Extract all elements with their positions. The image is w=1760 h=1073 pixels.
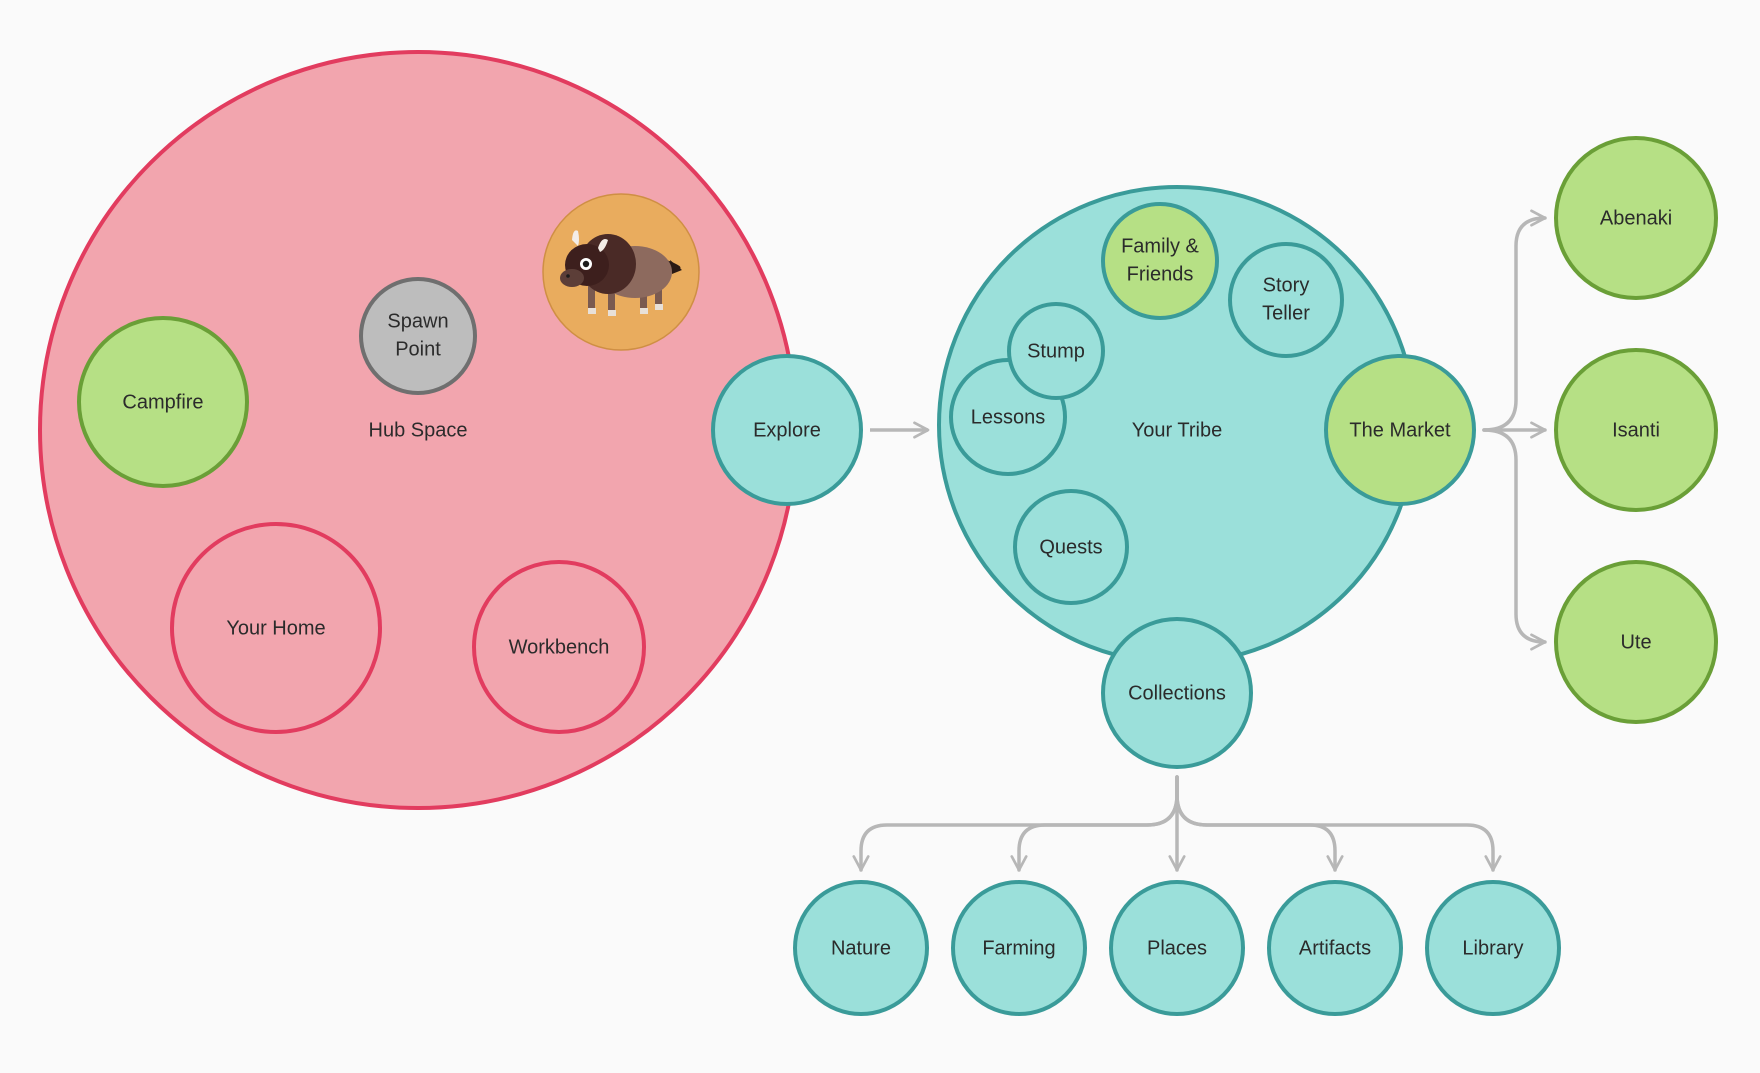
collections-to-farming-arrow <box>1010 775 1179 872</box>
workbench-node[interactable]: Workbench <box>472 560 646 734</box>
library-node[interactable]: Library <box>1425 880 1561 1016</box>
abenaki-label: Abenaki <box>1600 207 1672 229</box>
isanti-label: Isanti <box>1612 419 1660 441</box>
workbench-label: Workbench <box>509 636 610 658</box>
collections-to-library-arrow <box>1175 775 1502 872</box>
story-teller-label-line1: Story <box>1263 274 1310 296</box>
stump-node[interactable]: Stump <box>1007 302 1105 400</box>
ute-label: Ute <box>1620 631 1651 653</box>
explore-node[interactable]: Explore <box>711 354 863 506</box>
bison-icon <box>560 230 682 316</box>
hub-space-group: Hub Space Spawn Point <box>38 50 798 810</box>
your-home-label: Your Home <box>226 617 325 639</box>
places-label: Places <box>1147 937 1207 959</box>
market-arrows <box>1482 209 1547 651</box>
story-teller-node[interactable]: Story Teller <box>1228 242 1344 358</box>
stump-label: Stump <box>1027 340 1085 362</box>
collections-node[interactable]: Collections <box>1101 617 1253 769</box>
artifacts-label: Artifacts <box>1299 937 1371 959</box>
hub-space-label: Hub Space <box>369 419 468 441</box>
collections-label: Collections <box>1128 682 1226 704</box>
your-tribe-label: Your Tribe <box>1132 419 1222 441</box>
story-teller-label-line2: Teller <box>1262 302 1310 324</box>
avatar-node[interactable] <box>542 193 700 351</box>
spawn-point-label-line2: Point <box>395 338 441 360</box>
farming-node[interactable]: Farming <box>951 880 1087 1016</box>
family-friends-label-line2: Friends <box>1127 263 1194 285</box>
collections-arrows <box>852 775 1502 872</box>
abenaki-node[interactable]: Abenaki <box>1554 136 1718 300</box>
farming-label: Farming <box>982 937 1055 959</box>
library-label: Library <box>1462 937 1523 959</box>
places-node[interactable]: Places <box>1109 880 1245 1016</box>
spawn-point-label-line1: Spawn <box>387 310 448 332</box>
campfire-label: Campfire <box>122 391 203 413</box>
market-to-ute-arrow <box>1482 428 1547 651</box>
spawn-point-node[interactable]: Spawn Point <box>359 277 477 395</box>
artifacts-node[interactable]: Artifacts <box>1267 880 1403 1016</box>
the-market-node[interactable]: The Market <box>1324 354 1476 506</box>
your-tribe-group: Your Tribe Family & Friends Story Teller… <box>937 185 1476 769</box>
nature-label: Nature <box>831 937 891 959</box>
isanti-node[interactable]: Isanti <box>1554 348 1718 512</box>
the-market-label: The Market <box>1349 419 1451 441</box>
your-home-node[interactable]: Your Home <box>170 522 382 734</box>
lessons-label: Lessons <box>971 406 1046 428</box>
explore-label: Explore <box>753 419 821 441</box>
nature-node[interactable]: Nature <box>793 880 929 1016</box>
quests-label: Quests <box>1039 536 1102 558</box>
quests-node[interactable]: Quests <box>1013 489 1129 605</box>
family-friends-label-line1: Family & <box>1121 235 1199 257</box>
family-friends-node[interactable]: Family & Friends <box>1101 202 1219 320</box>
ute-node[interactable]: Ute <box>1554 560 1718 724</box>
market-to-abenaki-arrow <box>1482 209 1547 432</box>
campfire-node[interactable]: Campfire <box>77 316 249 488</box>
